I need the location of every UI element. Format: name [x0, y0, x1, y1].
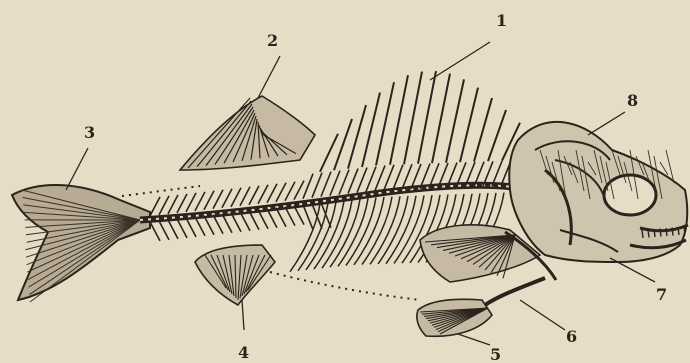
tooth [642, 230, 643, 238]
tooth [672, 228, 673, 236]
label-3: 3 [84, 123, 95, 142]
label-4: 4 [238, 343, 249, 362]
label-2: 2 [267, 31, 278, 50]
tooth [648, 230, 649, 238]
label-1: 1 [496, 11, 507, 30]
label-7: 7 [656, 285, 667, 304]
tooth [660, 229, 661, 237]
eye-socket [604, 175, 656, 215]
label-5: 5 [490, 345, 501, 363]
tooth [654, 229, 655, 237]
tooth [666, 228, 667, 236]
tooth [678, 227, 679, 235]
label-6: 6 [566, 327, 577, 346]
tooth [684, 227, 685, 235]
label-8: 8 [627, 91, 638, 110]
